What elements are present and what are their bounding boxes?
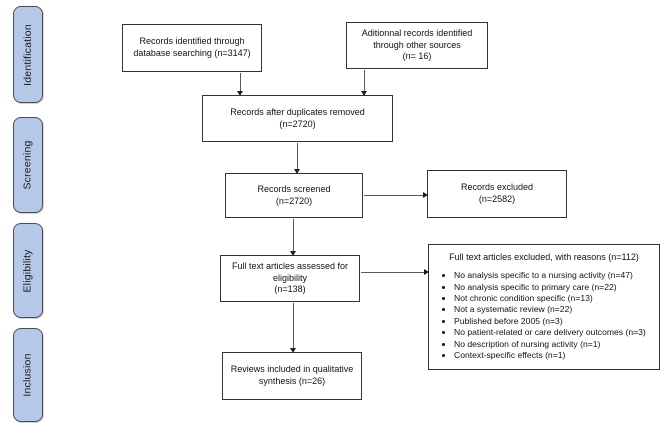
box-reviews-included: Reviews included in qualitative synthesi… [222, 352, 362, 400]
stage-tab-inclusion: Inclusion [13, 328, 43, 422]
exclusion-reason: Context-specific effects (n=1) [454, 350, 651, 361]
box-records-screened: Records screened (n=2720) [225, 173, 363, 218]
exclusion-reason: No analysis specific to primary care (n=… [454, 282, 651, 293]
arrow-screened-to-excluded [364, 192, 428, 198]
exclusion-reason: Not chronic condition specific (n=13) [454, 293, 651, 304]
exclusion-reason: Not a systematic review (n=22) [454, 304, 651, 315]
box-records-excluded: Records excluded (n=2582) [427, 170, 567, 218]
exclusion-reason: No analysis specific to a nursing activi… [454, 270, 651, 281]
stage-tab-eligibility: Eligibility [13, 223, 43, 318]
stage-tab-screening: Screening [13, 117, 43, 213]
arrow-identified-to-deduplicated [237, 73, 243, 96]
box-fulltext-assessed: Full text articles assessed for eligibil… [220, 255, 360, 302]
exclusion-reason: Published before 2005 (n=3) [454, 316, 651, 327]
arrow-fulltext-to-reasons [361, 269, 429, 275]
exclusion-reasons-title: Full text articles excluded, with reason… [449, 252, 639, 262]
exclusion-reasons-list: No analysis specific to a nursing activi… [437, 270, 651, 361]
stage-tab-identification: Identification [13, 6, 43, 103]
box-records-after-duplicates: Records after duplicates removed (n=2720… [202, 95, 393, 142]
arrow-additional-to-deduplicated [361, 70, 367, 96]
stage-label-inclusion: Inclusion [22, 353, 34, 397]
box-additional-records: Aditionnal records identified through ot… [346, 22, 488, 69]
arrow-deduplicated-to-screened [294, 143, 300, 174]
exclusion-reason: No patient-related or care delivery outc… [454, 327, 651, 338]
stage-label-eligibility: Eligibility [22, 248, 35, 293]
stage-label-identification: Identification [22, 23, 35, 86]
arrow-fulltext-to-included [290, 303, 296, 353]
box-fulltext-excluded-reasons: Full text articles excluded, with reason… [428, 244, 660, 370]
box-records-identified: Records identified through database sear… [122, 24, 262, 72]
exclusion-reason: No description of nursing activity (n=1) [454, 339, 651, 350]
stage-label-screening: Screening [22, 140, 34, 190]
arrow-screened-to-fulltext [290, 219, 296, 256]
